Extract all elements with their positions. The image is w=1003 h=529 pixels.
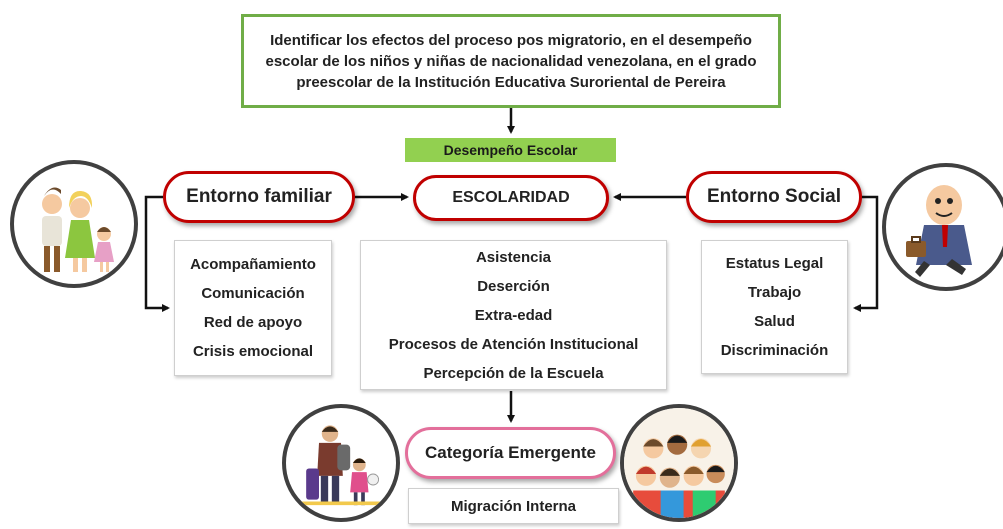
familiar-items-box: Acompañamiento Comunicación Red de apoyo… xyxy=(174,240,332,376)
desempeno-label: Desempeño Escolar xyxy=(405,138,616,162)
businessman-illustration xyxy=(882,163,1003,291)
objective-text: Identificar los efectos del proceso pos … xyxy=(265,31,757,91)
children-group-icon xyxy=(624,408,734,518)
familiar-item: Acompañamiento xyxy=(190,256,316,273)
escolaridad-item: Extra-edad xyxy=(474,306,553,324)
familiar-item: Comunicación xyxy=(201,285,305,302)
family-icon xyxy=(42,187,114,272)
migracion-interna-box: Migración Interna xyxy=(408,488,619,524)
social-item: Discriminación xyxy=(720,342,829,359)
familiar-item: Crisis emocional xyxy=(192,343,314,360)
entorno-social-node: Entorno Social xyxy=(686,171,862,223)
migrant-family-icon xyxy=(295,425,387,506)
migrant-family-illustration xyxy=(282,404,400,522)
objective-box: Identificar los efectos del proceso pos … xyxy=(241,14,781,108)
escolaridad-item: Procesos de Atención Institucional xyxy=(388,335,639,353)
escolaridad-item: Asistencia xyxy=(475,248,552,266)
businessman-icon xyxy=(906,185,972,277)
familiar-item: Red de apoyo xyxy=(203,314,303,331)
escolaridad-items-box: Asistencia Deserción Extra-edad Procesos… xyxy=(360,240,667,390)
social-item: Salud xyxy=(754,313,795,330)
emergente-item: Migración Interna xyxy=(450,497,577,515)
escolaridad-item: Percepción de la Escuela xyxy=(423,364,604,382)
children-group-illustration xyxy=(620,404,738,522)
social-item: Trabajo xyxy=(747,284,802,301)
entorno-familiar-node: Entorno familiar xyxy=(163,171,355,223)
categoria-emergente-node: Categoría Emergente xyxy=(405,427,616,479)
family-illustration xyxy=(10,160,138,288)
social-items-box: Estatus Legal Trabajo Salud Discriminaci… xyxy=(701,240,848,374)
escolaridad-node: ESCOLARIDAD xyxy=(413,175,609,221)
social-item: Estatus Legal xyxy=(725,255,824,272)
escolaridad-item: Deserción xyxy=(477,277,550,295)
